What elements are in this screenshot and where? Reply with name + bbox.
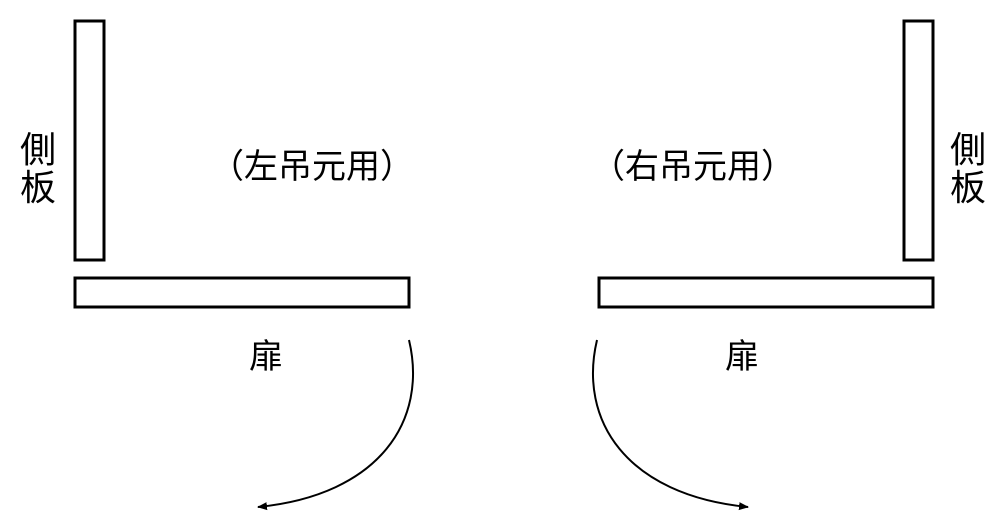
right-side-panel-label-1: 側	[950, 130, 986, 171]
right-side-panel	[902, 19, 935, 262]
right-caption: （右吊元用）	[591, 147, 795, 187]
left-side-panel	[73, 19, 106, 262]
right-swing-arrow	[592, 339, 749, 511]
left-side-panel-label-2: 板	[20, 168, 56, 209]
right-side-panel-label-2: 板	[950, 168, 986, 209]
left-swing-arrow	[257, 339, 414, 511]
left-door-panel	[73, 276, 411, 309]
right-door-label: 扉	[725, 337, 759, 377]
left-door-label: 扉	[249, 337, 283, 377]
left-hinge-diagram: 側 板 （左吊元用） 扉	[20, 19, 414, 511]
left-caption: （左吊元用）	[210, 147, 414, 187]
right-door-panel	[597, 276, 935, 309]
left-side-panel-label-1: 側	[20, 130, 56, 171]
right-hinge-diagram: 側 板 （右吊元用） 扉	[591, 19, 986, 511]
